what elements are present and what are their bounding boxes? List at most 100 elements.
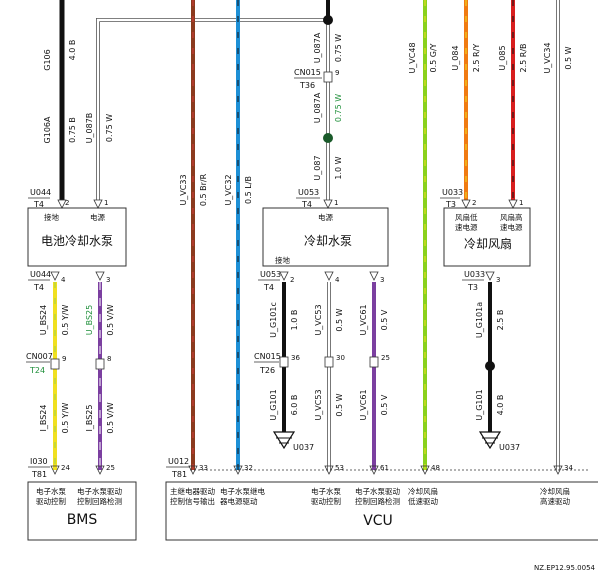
wire-spec-i-bs25: 0.5 V/W [106,402,115,433]
vcu-pin-33-line1: 主继电器驱动 [170,486,215,496]
wire-spec-u-bs25: 0.5 V/W [106,304,115,335]
pin-u012-32: 32 [244,464,253,472]
connector-u044-top-term: T4 [33,200,44,209]
battery-pump-power-label: 电源 [90,212,105,222]
connector-u012-id: U012 [168,457,189,466]
connector-cn015-top-id: CN015 [294,68,321,77]
vcu-pin-32-line2: 器电源驱动 [220,496,258,506]
connector-u053-bot-term: T4 [263,283,274,292]
wire-label-g106a: G106A [43,116,52,143]
cooling-pump-power-label: 电源 [318,212,333,222]
connector-u044-bot-term: T4 [33,283,44,292]
wire-label-u-vc33: U_VC33 [179,174,188,205]
pin-u033-2: 2 [472,199,476,207]
wire-label-u-bs24: U_BS24 [39,305,48,335]
splice-g101 [485,361,495,371]
wire-spec-u-g101-fan: 4.0 B [496,395,505,416]
battery-cooling-pump-box [27,207,127,267]
connector-u044-bot-id: U044 [30,270,51,279]
wire-label-u087b: U_087B [85,113,94,144]
wire-spec-u-g101: 6.0 B [290,395,299,416]
battery-pump-title: 电池冷却水泵 [41,234,113,248]
pin-u044-4: 4 [61,276,66,284]
wire-spec-u-g101a: 2.5 B [496,310,505,331]
ground-symbol-icon [478,431,502,450]
battery-pump-ground-label: 接地 [44,212,59,222]
pin-cn015-30: 30 [336,354,345,362]
wire-label-u084: U_084 [451,45,460,70]
wire-label-u-vc61-top: U_VC61 [359,304,368,335]
bms-pin2-line1: 电子水泵驱动 [77,486,122,496]
wire-spec-u087a-b: 0.75 W [334,94,343,122]
cooling-fan-box [443,207,531,267]
connector-cn007-id: CN007 [26,352,53,361]
connector-cn015-mid-term: T26 [259,366,275,375]
pin-u053-1: 1 [334,199,338,207]
pin-u053-4: 4 [335,276,340,284]
wire-spec-u085: 2.5 R/B [519,43,528,72]
connector-u044-top-id: U044 [30,188,51,197]
bms-pin1-line1: 电子水泵 [36,486,66,496]
wire-u087a [326,0,330,200]
wire-label-u-vc53-top: U_VC53 [314,304,323,335]
wire-label-u-g101-fan: U_G101 [475,389,484,420]
pin-u044-1: 1 [104,199,108,207]
connector-cn007-term: T24 [29,366,45,375]
vcu-pin-33-line2: 控制信号输出 [170,496,215,506]
vcu-pin-48-line1: 冷却风扇 [408,486,438,496]
splice-u087a [323,133,333,143]
bms-pin2-line2: 控制回路检测 [77,496,122,506]
wire-spec-u087a: 0.75 W [334,34,343,62]
wire-label-u085: U_085 [498,45,507,70]
pin-cn015-25: 25 [381,354,390,362]
wire-label-u-g101c: U_G101c [269,302,278,338]
wire-label-u-g101a: U_G101a [475,302,484,338]
footer-ref: NZ.EP12.95.0054 [534,564,596,572]
connector-i030-id: I030 [30,457,48,466]
vcu-pin-34-line2: 高速驱动 [540,496,570,506]
wire-spec-g106a: 0.75 B [68,117,77,143]
vcu-pin-48-line2: 低速驱动 [408,496,438,506]
pin-cn015-9: 9 [335,69,339,77]
bms-pin1-line2: 驱动控制 [36,496,66,506]
wire-label-u087: U_087 [313,155,322,180]
fan-low-label-1: 风扇低 [455,212,478,222]
wire-label-u-g101: U_G101 [269,389,278,420]
wire-spec-u-g101c: 1.0 B [290,310,299,331]
cooling-pump-ground-label: 接地 [275,255,290,265]
wire-label-u-vc53-bot: U_VC53 [314,389,323,420]
cooling-pump-title: 冷却水泵 [304,234,352,248]
connector-u033-top-term: T3 [445,200,456,209]
connector-u033-top-id: U033 [442,188,463,197]
wire-spec-u-bs24: 0.5 Y/W [61,305,70,336]
connector-u053-top-term: T4 [301,200,312,209]
wire-label-u-vc61-bot: U_VC61 [359,389,368,420]
vcu-pin-61-line1: 电子水泵驱动 [355,486,400,496]
wire-label-u-bs25: U_BS25 [85,305,94,335]
connector-cn015-top-term: T36 [299,81,315,90]
wire-spec-u-vc53-top: 0.5 W [335,308,344,331]
pin-u053-2: 2 [290,276,294,284]
connector-u033-bot-id: U033 [464,270,485,279]
wire-label-u-vc34: U_VC34 [543,42,552,73]
wire-spec-u-vc48: 0.5 G/Y [429,43,438,72]
wire-spec-u084: 2.5 R/Y [472,44,481,73]
cooling-fan-title: 冷却风扇 [464,236,512,251]
pin-u012-34: 34 [564,464,573,472]
vcu-pin-32-line1: 电子水泵继电 [220,486,265,496]
pin-u012-61: 61 [380,464,389,472]
wire-label-g106: G106 [43,49,52,70]
pin-cn015-36: 36 [291,354,300,362]
vcu-box [165,481,598,541]
ground-label-left: U037 [293,443,314,452]
wire-spec-u-vc61-top: 0.5 V [380,309,389,330]
pin-cn007-9: 9 [62,355,66,363]
pin-u044-2: 2 [65,199,69,207]
connector-u012-term: T81 [171,470,187,479]
vcu-pin-34-line1: 冷却风扇 [540,486,570,496]
wire-spec-u-vc61-bot: 0.5 V [380,394,389,415]
connector-i030-term: T81 [31,470,47,479]
pin-u033-3: 3 [496,276,500,284]
wire-spec-u087b: 0.75 W [105,114,114,142]
